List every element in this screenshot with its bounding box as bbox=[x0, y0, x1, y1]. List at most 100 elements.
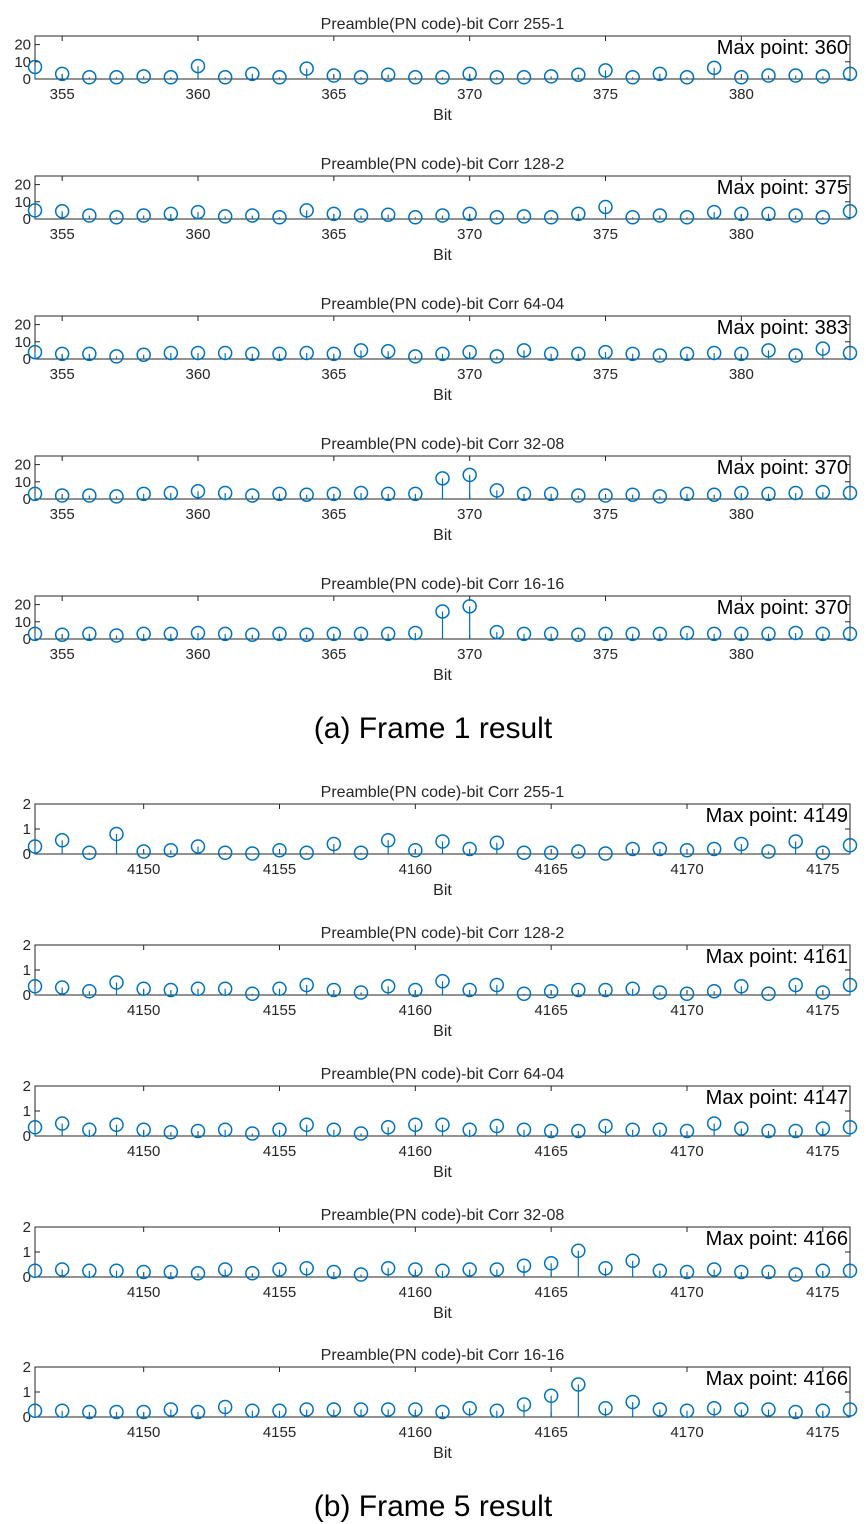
stem-marker bbox=[163, 843, 179, 858]
stem-marker bbox=[462, 1401, 477, 1416]
x-tick-label: 4165 bbox=[534, 861, 567, 878]
x-tick-label: 4175 bbox=[806, 861, 839, 878]
stem-marker bbox=[571, 67, 586, 82]
max-point-annotation: Max point: 370 bbox=[717, 457, 848, 479]
stem-marker bbox=[27, 839, 43, 854]
stem-marker bbox=[761, 844, 776, 859]
stem-marker bbox=[299, 627, 314, 642]
stem-marker bbox=[272, 1262, 287, 1277]
stem-marker bbox=[380, 833, 396, 848]
stem-marker bbox=[54, 627, 70, 642]
stem-marker bbox=[761, 343, 776, 358]
stem-marker bbox=[598, 846, 613, 861]
max-point-annotation: Max point: 4147 bbox=[706, 1087, 848, 1109]
y-tick-label: 2 bbox=[23, 796, 31, 813]
y-tick-label: 1 bbox=[23, 1244, 31, 1261]
stem-marker bbox=[679, 986, 695, 1001]
x-tick-label: 375 bbox=[593, 86, 618, 103]
x-tick-label: 360 bbox=[185, 366, 210, 383]
stem-marker bbox=[136, 1122, 151, 1137]
x-tick-label: 380 bbox=[729, 86, 754, 103]
stem-marker bbox=[462, 599, 477, 614]
stem-marker bbox=[625, 626, 640, 642]
stem-marker bbox=[598, 199, 613, 215]
stem-marker bbox=[217, 209, 233, 224]
stem-marker bbox=[82, 1263, 97, 1278]
x-tick-label: 4160 bbox=[399, 1002, 432, 1019]
stem-marker bbox=[815, 1263, 831, 1278]
x-axis-label: Bit bbox=[433, 1164, 452, 1181]
stem-marker bbox=[652, 1402, 668, 1417]
stem-marker bbox=[815, 484, 831, 500]
stem-marker bbox=[706, 1116, 722, 1131]
subplot-title: Preamble(PN code)-bit Corr 16-16 bbox=[321, 1347, 565, 1364]
stem-marker bbox=[380, 67, 396, 82]
y-tick-label: 10 bbox=[14, 194, 31, 211]
stem-marker bbox=[734, 1402, 749, 1417]
y-tick-label: 10 bbox=[14, 614, 31, 631]
stem-marker bbox=[163, 626, 179, 642]
stem-marker bbox=[326, 206, 342, 222]
x-tick-label: 355 bbox=[50, 366, 75, 383]
stem-marker bbox=[408, 1117, 423, 1132]
subplot-title: Preamble(PN code)-bit Corr 32-08 bbox=[321, 1207, 565, 1224]
stem-marker bbox=[652, 348, 668, 363]
stem-marker bbox=[842, 204, 858, 219]
y-tick-label: 0 bbox=[23, 351, 31, 368]
x-tick-label: 380 bbox=[729, 646, 754, 663]
stem-marker bbox=[543, 346, 559, 362]
stem-marker bbox=[408, 982, 423, 998]
y-tick-label: 10 bbox=[14, 334, 31, 351]
stem-marker bbox=[217, 345, 233, 361]
stem-marker bbox=[435, 346, 450, 362]
stem-marker bbox=[516, 343, 532, 358]
x-tick-label: 4150 bbox=[127, 1284, 160, 1301]
stem-marker bbox=[217, 845, 233, 860]
stem-marker bbox=[190, 1404, 206, 1420]
stem-marker bbox=[435, 208, 450, 223]
stem-marker bbox=[245, 66, 260, 82]
max-point-annotation: Max point: 4166 bbox=[706, 1368, 848, 1390]
stem-marker bbox=[842, 626, 858, 642]
frame-caption: (b) Frame 5 result bbox=[314, 1490, 553, 1523]
subplot-title: Preamble(PN code)-bit Corr 32-08 bbox=[321, 436, 565, 453]
x-tick-label: 355 bbox=[50, 86, 75, 103]
stem-marker bbox=[217, 626, 233, 642]
x-tick-label: 4170 bbox=[670, 861, 703, 878]
stem-marker bbox=[299, 487, 314, 502]
stem-marker bbox=[163, 485, 179, 501]
stem-marker bbox=[353, 1402, 369, 1417]
stem-marker bbox=[516, 209, 532, 224]
stem-marker bbox=[272, 1122, 287, 1137]
stem-marker bbox=[217, 981, 233, 996]
stem-marker bbox=[109, 70, 124, 85]
stem-marker bbox=[679, 1403, 695, 1418]
stem-marker bbox=[380, 344, 396, 359]
stem-marker bbox=[679, 210, 695, 225]
x-tick-label: 4150 bbox=[127, 1002, 160, 1019]
x-tick-label: 4165 bbox=[534, 1284, 567, 1301]
stem-marker bbox=[245, 846, 260, 861]
stem-marker bbox=[815, 210, 831, 225]
stem-marker bbox=[598, 1261, 613, 1276]
stem-marker bbox=[788, 68, 803, 83]
stem-marker bbox=[679, 1123, 695, 1139]
x-axis-label: Bit bbox=[433, 882, 452, 899]
stem-marker bbox=[679, 346, 695, 362]
y-tick-label: 2 bbox=[23, 1219, 31, 1236]
stem-marker bbox=[82, 70, 97, 85]
x-tick-label: 4170 bbox=[670, 1284, 703, 1301]
stem-marker bbox=[815, 985, 831, 1000]
stem-marker bbox=[761, 206, 776, 222]
x-tick-label: 355 bbox=[50, 226, 75, 243]
stem-marker bbox=[217, 1399, 233, 1415]
stem-marker bbox=[652, 841, 668, 857]
stem-marker bbox=[272, 486, 287, 502]
x-tick-label: 375 bbox=[593, 226, 618, 243]
subplot-title: Preamble(PN code)-bit Corr 255-1 bbox=[321, 784, 565, 801]
stem-marker bbox=[82, 984, 97, 999]
stem-marker bbox=[326, 1264, 342, 1280]
stem-marker bbox=[272, 981, 287, 996]
